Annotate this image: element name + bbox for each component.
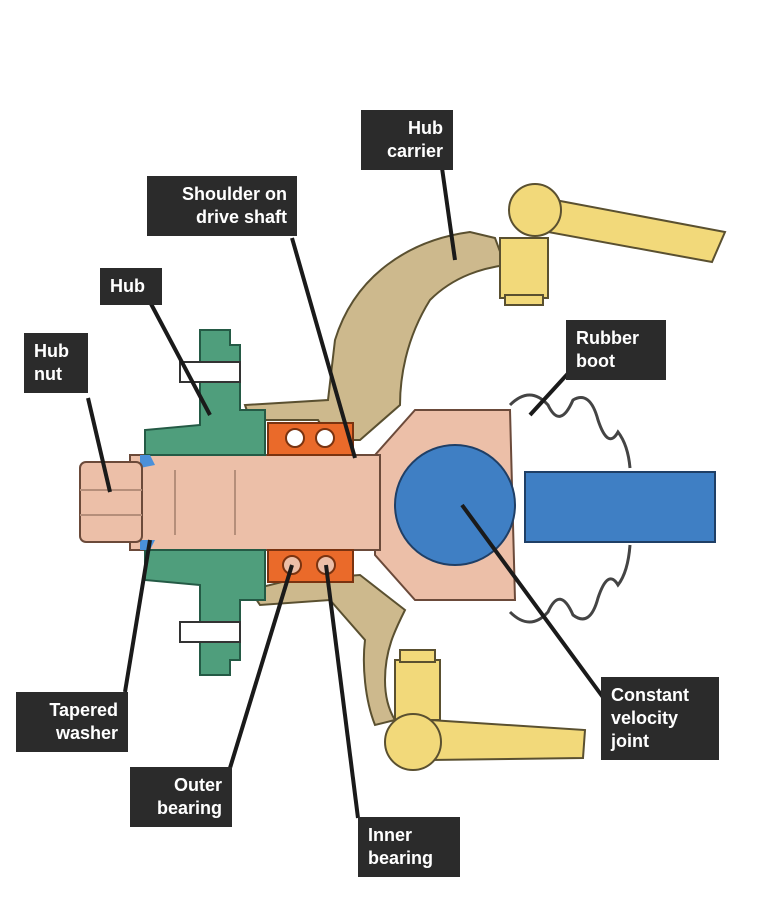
upper-control-arm	[546, 198, 727, 264]
drive-shaft	[524, 471, 716, 543]
leader-shoulder	[290, 237, 357, 459]
label-hub-nut: Hub nut	[24, 333, 88, 393]
leader-hub-nut	[86, 397, 112, 493]
leader-inner-bearing	[324, 564, 360, 819]
wheel-stud-bottom	[179, 621, 241, 643]
leader-rubber-boot	[528, 366, 575, 417]
stub-axle	[129, 454, 381, 551]
leader-lines	[86, 167, 607, 819]
label-hub-carrier: Hub carrier	[361, 110, 453, 170]
hub-flange-bottom	[144, 549, 266, 676]
rubber-boot-bottom	[508, 544, 632, 624]
leader-cv-joint	[460, 503, 607, 702]
label-shoulder-on-drive-shaft: Shoulder on drive shaft	[147, 176, 297, 236]
label-outer-bearing: Outer bearing	[130, 767, 232, 827]
leader-hub-carrier	[440, 167, 457, 261]
label-constant-velocity-joint: Constant velocity joint	[601, 677, 719, 760]
wheel-stud-top	[179, 361, 241, 383]
upper-ball-joint	[508, 183, 562, 237]
label-inner-bearing: Inner bearing	[358, 817, 460, 877]
leader-outer-bearing	[228, 564, 294, 769]
lower-ball-joint-stud	[394, 659, 441, 721]
hub-nut	[79, 461, 143, 543]
leader-hub	[148, 301, 212, 416]
bearing-race-top	[267, 422, 354, 456]
lower-ball-joint	[384, 713, 442, 771]
upper-ball-joint-stud	[499, 237, 549, 299]
label-tapered-washer: Tapered washer	[16, 692, 128, 752]
hub-carrier-lower	[248, 573, 407, 727]
rubber-boot-top	[508, 393, 632, 469]
lower-control-arm	[429, 718, 587, 762]
label-rubber-boot: Rubber boot	[566, 320, 666, 380]
cv-joint-ball	[394, 444, 516, 566]
tapered-washer	[140, 455, 155, 468]
bearing-race-bottom	[267, 549, 354, 583]
hub-carrier-body	[243, 230, 507, 441]
label-hub: Hub	[100, 268, 162, 305]
hub-flange-top	[144, 329, 266, 456]
leader-tapered-washer	[123, 539, 152, 693]
